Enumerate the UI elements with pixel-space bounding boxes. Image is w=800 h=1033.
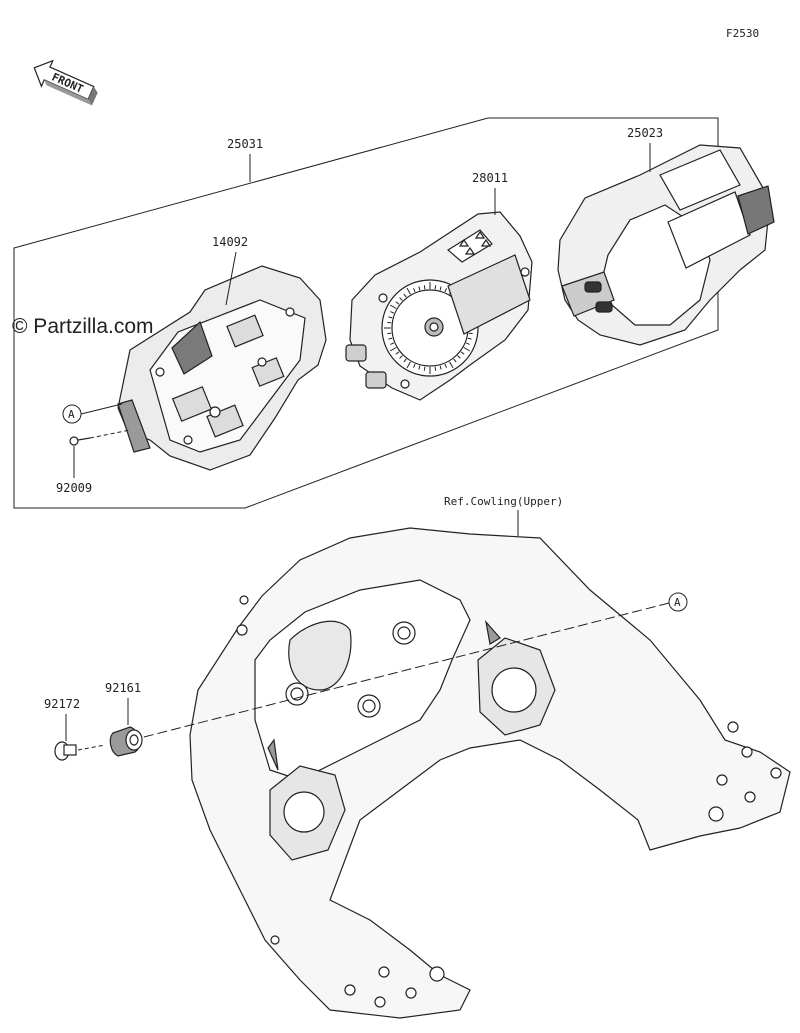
gauge-tick bbox=[390, 342, 395, 345]
gauge-tick bbox=[399, 355, 403, 359]
gauge-tick bbox=[399, 297, 403, 301]
damper-92161 bbox=[109, 726, 143, 757]
gauge-tick bbox=[439, 286, 442, 291]
ref-a-lower: A bbox=[674, 596, 681, 609]
gauge-tick bbox=[395, 301, 400, 305]
callout-92172: 92172 bbox=[44, 697, 80, 711]
gauge-tick bbox=[444, 363, 447, 368]
gauge-tick bbox=[389, 304, 397, 309]
screw-92009 bbox=[69, 436, 91, 446]
callout-92009: 92009 bbox=[56, 481, 92, 495]
gauge-tick bbox=[449, 361, 454, 369]
gauge-tick bbox=[395, 351, 400, 355]
gauge-tick bbox=[418, 365, 421, 370]
gauge-tick bbox=[453, 358, 457, 363]
figure-code: F2530 bbox=[726, 27, 759, 40]
meter-cover bbox=[557, 144, 775, 346]
gauge-tick bbox=[413, 363, 416, 368]
gauge-tick bbox=[403, 358, 407, 363]
gauge-tick bbox=[388, 337, 393, 340]
upper-cowling bbox=[189, 527, 791, 1019]
gauge-tick bbox=[467, 337, 472, 340]
gauge-tick bbox=[463, 347, 471, 352]
gauge-tick bbox=[423, 285, 426, 290]
front-arrow-icon: FRONT bbox=[33, 59, 98, 106]
callout-28011: 28011 bbox=[472, 171, 508, 185]
meter-case bbox=[117, 265, 327, 471]
gauge-tick bbox=[387, 321, 392, 324]
gauge-tick bbox=[413, 288, 416, 293]
ref-a-upper: A bbox=[68, 408, 75, 421]
watermark: © Partzilla.com bbox=[12, 315, 154, 338]
gauge-tick bbox=[468, 332, 473, 335]
gauge-tick bbox=[423, 366, 426, 371]
gauge-tick bbox=[457, 355, 461, 359]
callout-92161: 92161 bbox=[105, 681, 141, 695]
gauge-tick bbox=[439, 365, 442, 370]
gauge-tick bbox=[406, 287, 411, 295]
gauge-tick bbox=[444, 288, 447, 293]
gauge-tick bbox=[387, 332, 392, 335]
gauge-tick bbox=[389, 347, 397, 352]
gauge-tick bbox=[460, 351, 465, 355]
meter-unit bbox=[345, 211, 533, 401]
gauge-tick bbox=[403, 293, 407, 298]
collar-92172 bbox=[54, 741, 106, 761]
gauge-tick bbox=[406, 361, 411, 369]
gauge-tick bbox=[465, 342, 470, 345]
gauge-tick bbox=[434, 285, 437, 290]
gauge-tick bbox=[434, 366, 437, 371]
callout-14092: 14092 bbox=[212, 235, 248, 249]
assembly-outline bbox=[13, 117, 719, 509]
gauge-tick bbox=[418, 286, 421, 291]
callout-cowling: Ref.Cowling(Upper) bbox=[444, 495, 563, 508]
callout-25023: 25023 bbox=[627, 126, 663, 140]
gauge-tick bbox=[390, 311, 395, 314]
gauge-tick bbox=[388, 316, 393, 319]
callout-25031: 25031 bbox=[227, 137, 263, 151]
